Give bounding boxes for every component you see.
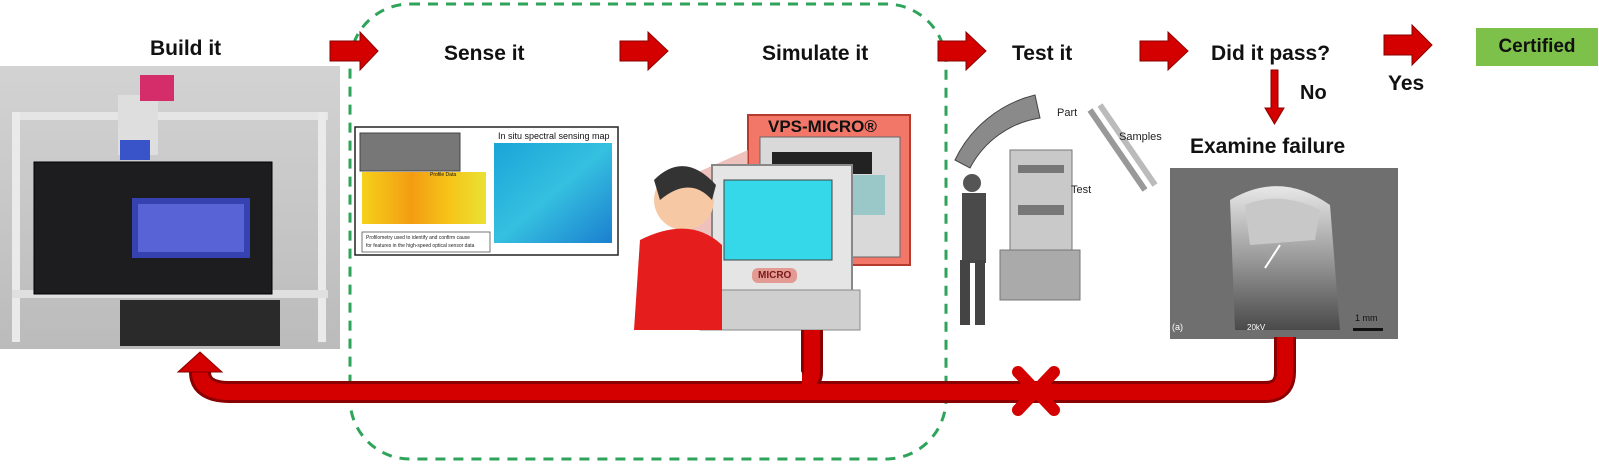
sense-profile-label: Profile Data <box>430 172 457 178</box>
arrow-sense-to-simulate <box>619 30 669 72</box>
stage-build-label: Build it <box>150 37 222 60</box>
sem-voltage: 20kV <box>1247 323 1266 332</box>
feedback-loop <box>189 330 1296 403</box>
sense-panel <box>354 126 619 256</box>
build-machine-photo <box>0 66 340 349</box>
yes-label: Yes <box>1388 72 1425 95</box>
sem-panel-label: (a) <box>1172 322 1183 332</box>
sense-map-title: In situ spectral sensing map <box>498 131 610 141</box>
certified-badge: Certified <box>1476 28 1598 66</box>
test-samples-label: Samples <box>1119 131 1162 143</box>
feedback-loop-fill <box>192 330 1293 400</box>
examine-failure-label: Examine failure <box>1190 135 1346 158</box>
loop-arrowhead <box>176 351 224 373</box>
sense-simulate-boundary <box>348 2 948 461</box>
arrow-decision-down <box>1264 69 1285 125</box>
fail-cross-icon <box>1012 366 1060 416</box>
no-label: No <box>1300 82 1327 104</box>
arrow-build-to-sense <box>329 30 379 72</box>
arrow-decision-to-certified <box>1383 23 1433 67</box>
arrow-test-to-decision <box>1139 30 1189 72</box>
simulate-illustration <box>634 114 911 331</box>
sem-scale-label: 1 mm <box>1355 313 1378 323</box>
stage-decision-label: Did it pass? <box>1211 42 1331 65</box>
monitor-badge: MICRO <box>752 268 798 283</box>
stage-simulate-label: Simulate it <box>762 42 869 65</box>
stage-sense-label: Sense it <box>444 42 525 65</box>
stage-test-label: Test it <box>1012 42 1073 65</box>
test-illustration <box>954 94 1158 325</box>
vps-micro-brand: VPS-MICRO® <box>768 117 877 136</box>
test-test-label: Test <box>1071 184 1092 196</box>
sense-caption-line1: Profilometry used to identify and confir… <box>366 235 470 241</box>
test-part-label: Part <box>1057 107 1078 119</box>
failure-sem-image <box>1170 168 1398 339</box>
sense-caption-line2: for features in the high-speed optical s… <box>366 243 475 249</box>
arrow-simulate-to-test <box>937 30 987 72</box>
flow-arrows[interactable] <box>329 23 1433 125</box>
